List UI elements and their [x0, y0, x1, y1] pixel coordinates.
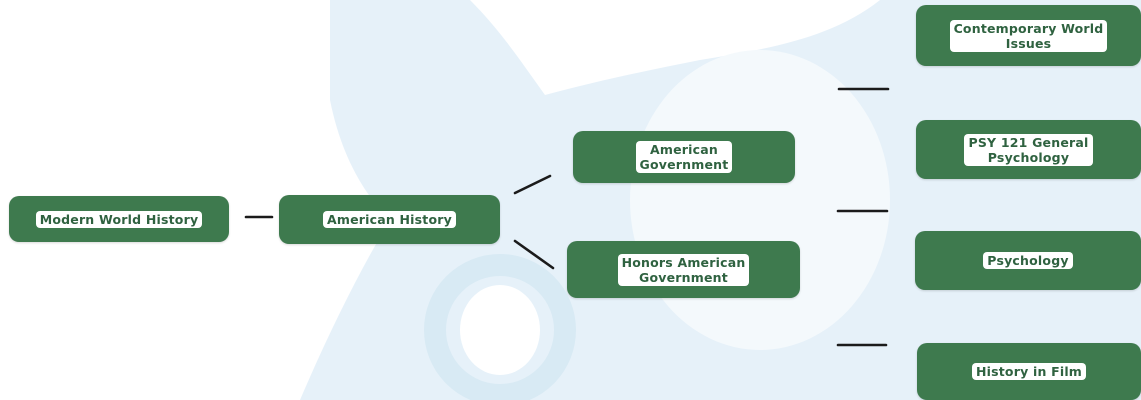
- node-psy121-general-psychology[interactable]: PSY 121 General Psychology: [916, 120, 1141, 179]
- node-american-history[interactable]: American History: [279, 195, 500, 244]
- connector-american-history-to-government: [513, 174, 552, 195]
- node-history-in-film[interactable]: History in Film: [917, 343, 1141, 400]
- node-contemporary-world-issues[interactable]: Contemporary World Issues: [916, 5, 1141, 66]
- node-honors-american-government[interactable]: Honors American Government: [567, 241, 800, 298]
- node-psychology-label: Psychology: [983, 252, 1073, 269]
- node-modern-world-history[interactable]: Modern World History: [9, 196, 229, 242]
- node-contemporary-world-issues-label: Contemporary World Issues: [949, 19, 1108, 52]
- node-history-in-film-label: History in Film: [971, 363, 1087, 380]
- node-american-government-label: American Government: [635, 141, 733, 173]
- node-psy121-general-psychology-label: PSY 121 General Psychology: [964, 133, 1093, 166]
- connector-american-history-to-honors: [513, 239, 555, 270]
- node-honors-american-government-label: Honors American Government: [617, 253, 750, 286]
- node-modern-world-history-label: Modern World History: [35, 210, 203, 228]
- node-american-government[interactable]: American Government: [573, 131, 795, 183]
- node-psychology[interactable]: Psychology: [915, 231, 1141, 290]
- node-american-history-label: American History: [323, 211, 456, 228]
